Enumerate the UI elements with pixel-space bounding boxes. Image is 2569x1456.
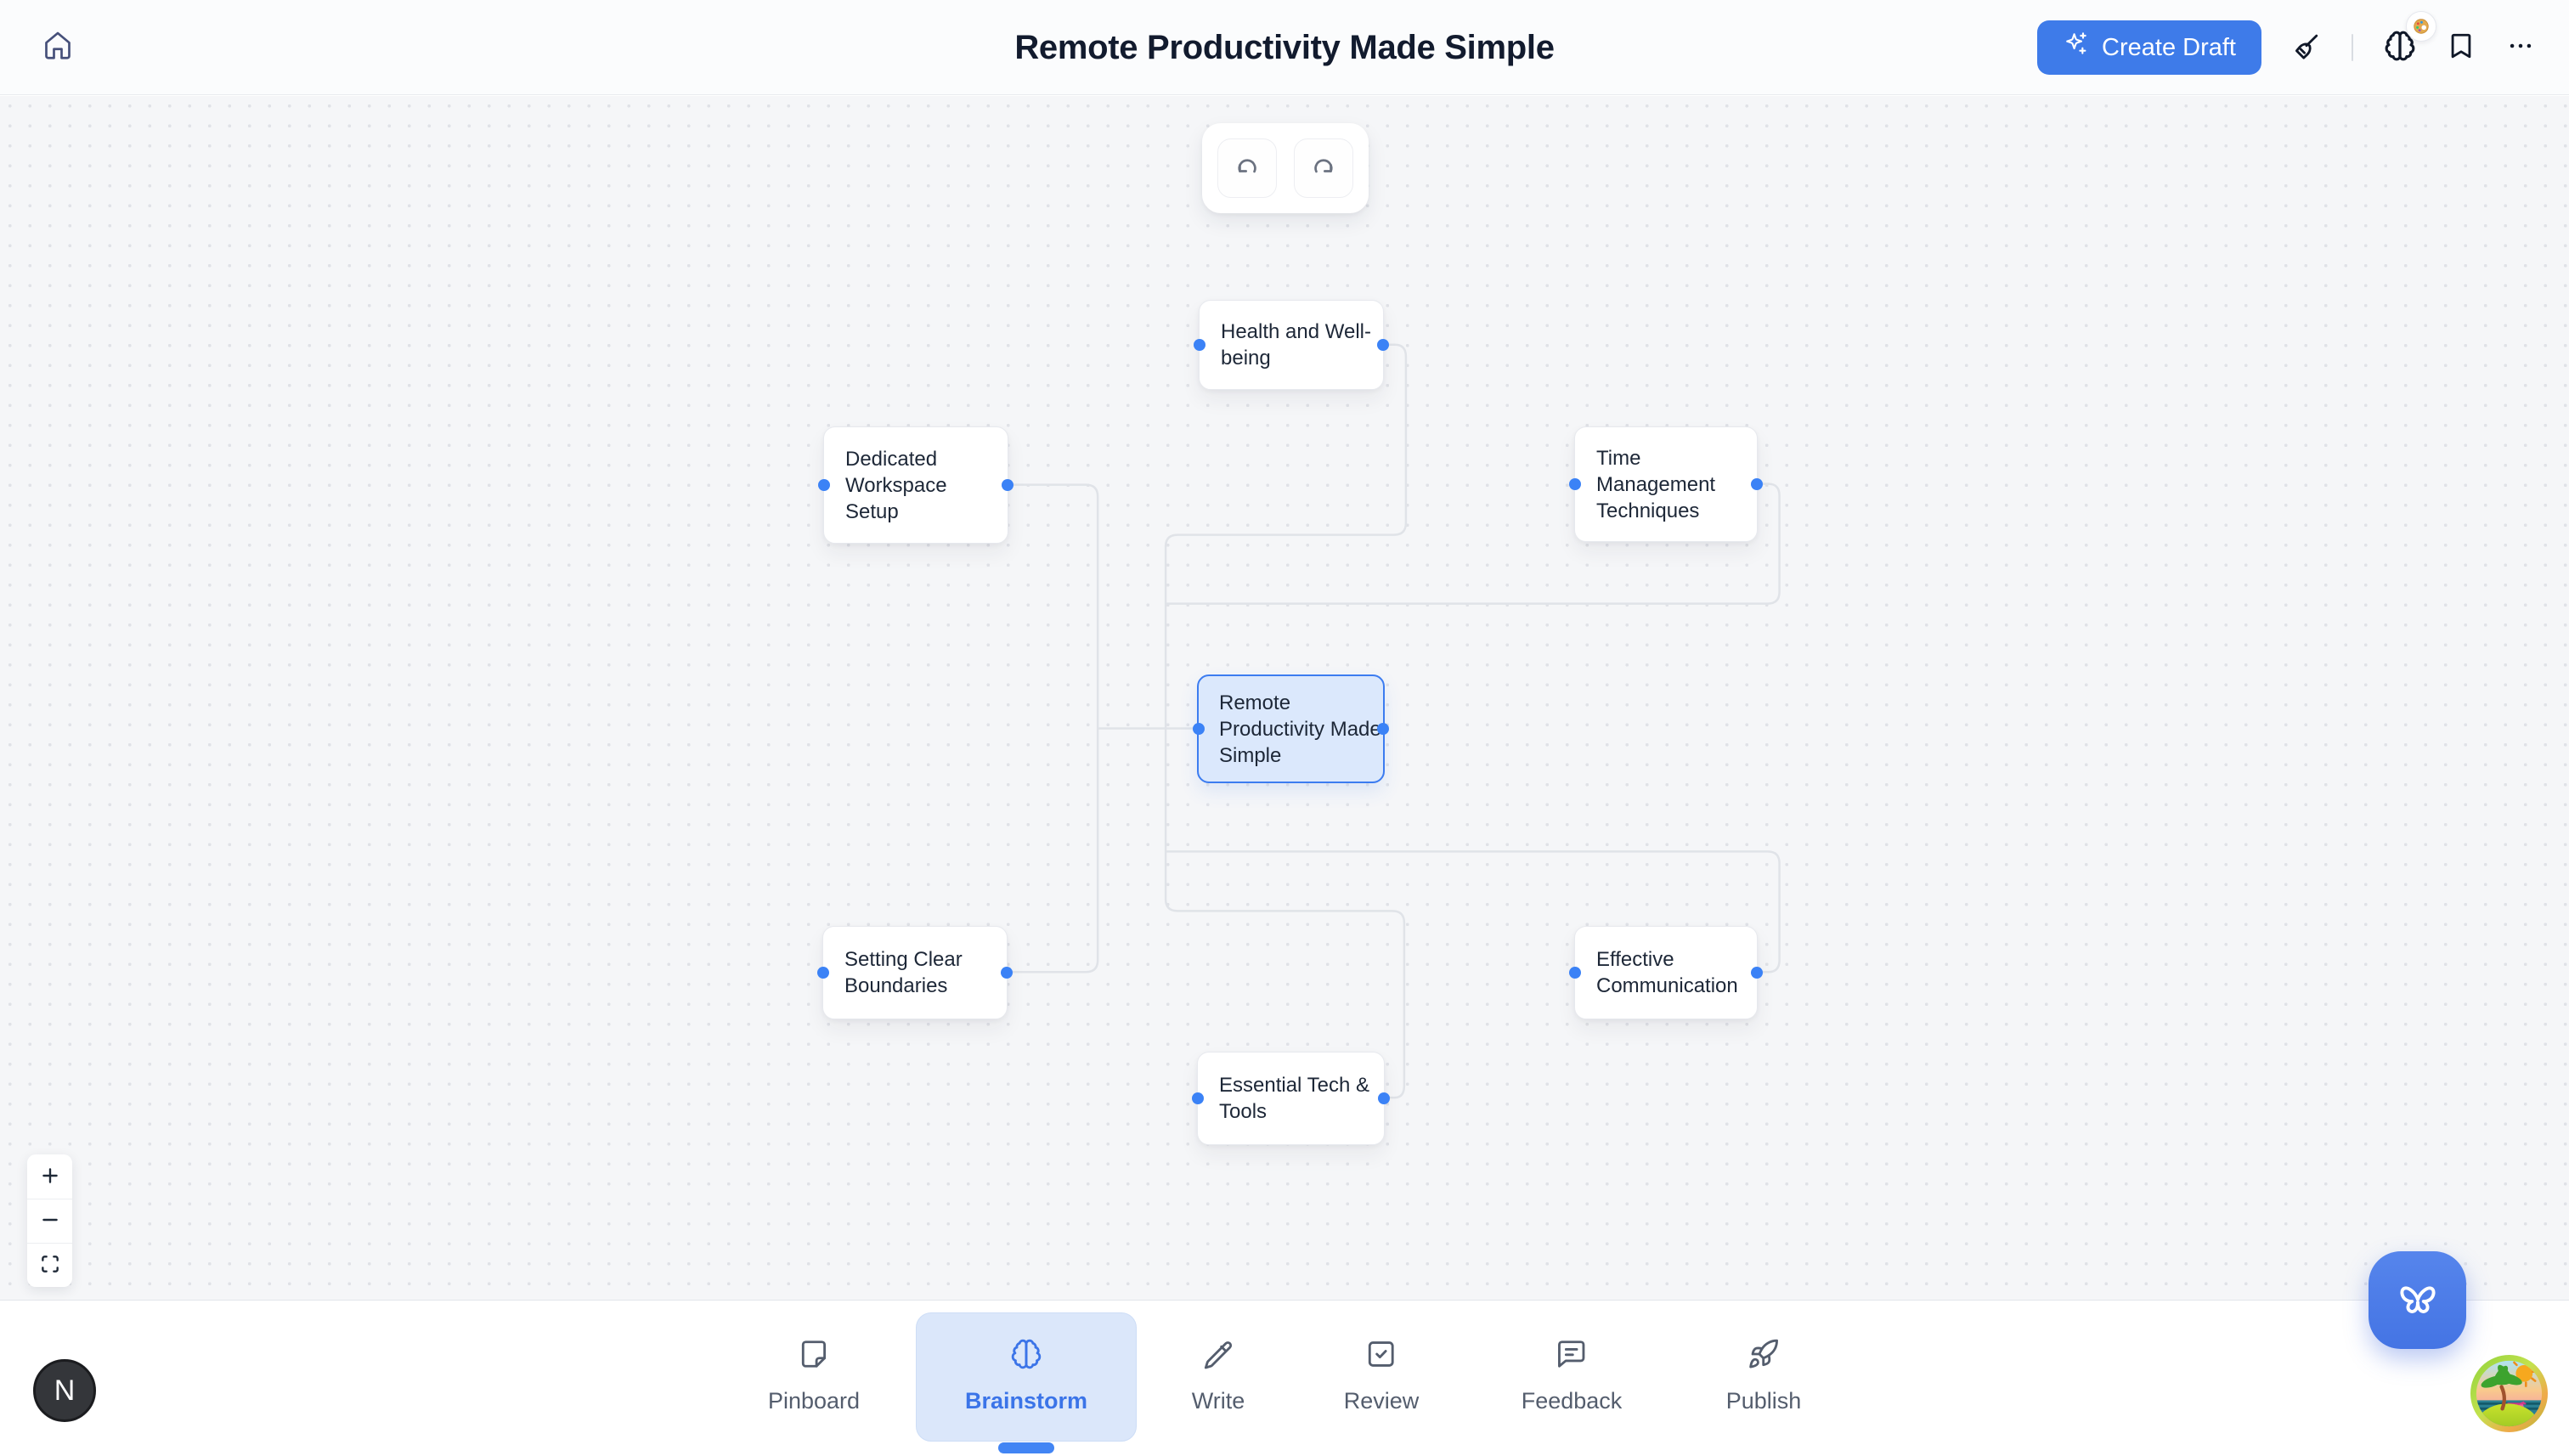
header-divider: [2352, 34, 2353, 61]
left-connection-port[interactable]: [1194, 339, 1205, 351]
connector-0: [1008, 483, 1099, 973]
node-label-line: Communication: [1596, 974, 1738, 997]
node-label-line: Techniques: [1596, 499, 1700, 522]
tab-review[interactable]: Review: [1343, 1338, 1420, 1414]
connector-4: [1166, 850, 1781, 973]
node-label-line: Productivity Made: [1219, 717, 1381, 741]
zoom-controls: [27, 1154, 72, 1287]
node-label-line: Health and Well-: [1221, 320, 1371, 343]
right-connection-port[interactable]: [1751, 478, 1763, 490]
right-connection-port[interactable]: [1377, 339, 1389, 351]
tab-label: Publish: [1725, 1388, 1802, 1414]
left-connection-port[interactable]: [1569, 967, 1581, 979]
node-label-line: Time: [1596, 446, 1641, 470]
bottom-tab-bar: Pinboard Brainstorm Write Review Feedback Pub…: [0, 1301, 2569, 1456]
home-button[interactable]: [36, 25, 80, 70]
left-connection-port[interactable]: [1193, 723, 1205, 735]
tab-brainstorm[interactable]: Brainstorm: [965, 1338, 1087, 1414]
more-button[interactable]: [2506, 31, 2535, 65]
left-connection-port[interactable]: [1569, 478, 1581, 490]
right-connection-port[interactable]: [1001, 967, 1013, 979]
bookmark-button[interactable]: [2447, 31, 2476, 65]
check-square-icon: [1365, 1338, 1397, 1374]
tab-pinboard[interactable]: Pinboard: [768, 1338, 860, 1414]
right-connection-port[interactable]: [1751, 967, 1763, 979]
zoom-out-button[interactable]: [27, 1199, 72, 1243]
header: Remote Productivity Made Simple Create D…: [0, 0, 2569, 95]
node-label-line: Dedicated: [845, 447, 938, 471]
tab-label: Pinboard: [767, 1388, 861, 1414]
node-label-line: Simple: [1219, 743, 1282, 767]
left-connection-port[interactable]: [1192, 1092, 1204, 1104]
node-label-line: Management: [1596, 472, 1716, 496]
create-draft-label: Create Draft: [2102, 33, 2236, 61]
header-actions: Create Draft: [2037, 0, 2535, 95]
tab-feedback[interactable]: Feedback: [1521, 1338, 1623, 1414]
assistant-fab[interactable]: [2369, 1251, 2466, 1349]
node-label-line: Workspace: [845, 473, 947, 497]
message-icon: [1556, 1338, 1588, 1374]
redo-button[interactable]: [1294, 138, 1353, 198]
minus-icon: [39, 1209, 61, 1233]
tab-write[interactable]: Write: [1192, 1338, 1245, 1414]
sparkles-icon: [2063, 31, 2090, 65]
tab-publish[interactable]: Publish: [1725, 1338, 1802, 1414]
tab-label: Feedback: [1521, 1388, 1623, 1414]
brain-button[interactable]: [2384, 10, 2436, 66]
history-toolbar: [1202, 123, 1369, 213]
tropical-island-sticker[interactable]: [2469, 1352, 2549, 1435]
more-icon: [2506, 31, 2535, 65]
active-tab-pill: [916, 1312, 1137, 1442]
plus-icon: [39, 1165, 61, 1189]
left-connection-port[interactable]: [817, 967, 829, 979]
palette-icon: [2406, 10, 2436, 42]
node-label-line: Remote: [1219, 691, 1291, 714]
node-label-line: Setup: [845, 499, 899, 523]
home-icon: [42, 31, 73, 65]
node-label-line: Boundaries: [844, 974, 948, 997]
broom-button[interactable]: [2292, 31, 2321, 65]
bookmark-icon: [2447, 31, 2476, 65]
left-connection-port[interactable]: [818, 479, 830, 491]
tab-label: Write: [1191, 1388, 1245, 1414]
redo-icon: [1308, 152, 1339, 185]
fullscreen-icon: [39, 1253, 61, 1278]
right-connection-port[interactable]: [1377, 723, 1389, 735]
right-connection-port[interactable]: [1378, 1092, 1390, 1104]
connector-lines: [1008, 343, 1781, 1099]
node-label-line: Effective: [1596, 948, 1674, 971]
right-connection-port[interactable]: [1002, 479, 1013, 491]
tab-label: Brainstorm: [964, 1388, 1088, 1414]
undo-button[interactable]: [1217, 138, 1277, 198]
brain-icon: [1010, 1338, 1042, 1374]
fit-view-button[interactable]: [27, 1243, 72, 1287]
node-label-line: Setting Clear: [844, 948, 963, 971]
note-icon: [798, 1338, 830, 1374]
active-tab-indicator: [998, 1442, 1054, 1453]
mindmap-node-essential[interactable]: Essential Tech & Tools: [1192, 1052, 1390, 1145]
rocket-icon: [1747, 1338, 1780, 1374]
connector-2: [1164, 343, 1408, 1099]
node-label-line: Tools: [1219, 1100, 1268, 1123]
connector-3: [1166, 483, 1781, 605]
mindmap-node-health[interactable]: Health and Well-being: [1194, 300, 1389, 390]
create-draft-button[interactable]: Create Draft: [2037, 20, 2261, 75]
broom-icon: [2292, 31, 2321, 65]
butterfly-icon: [2396, 1277, 2440, 1323]
avatar[interactable]: N: [33, 1359, 96, 1422]
zoom-in-button[interactable]: [27, 1154, 72, 1199]
node-label-line: being: [1221, 347, 1271, 370]
tab-label: Review: [1343, 1388, 1420, 1414]
pencil-icon: [1202, 1338, 1234, 1374]
node-label-line: Essential Tech &: [1219, 1074, 1369, 1097]
undo-icon: [1232, 152, 1262, 185]
